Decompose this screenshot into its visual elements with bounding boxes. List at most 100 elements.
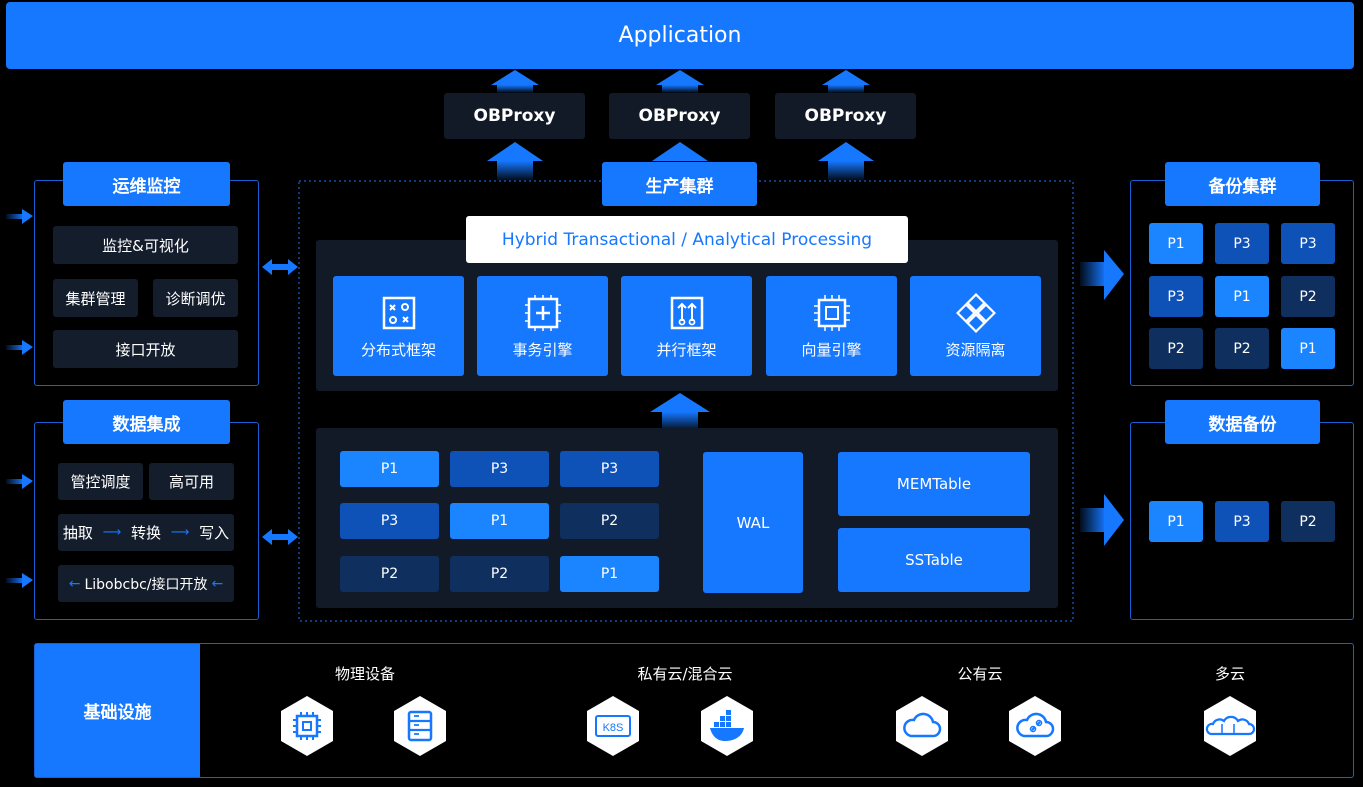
ops-title-text: 运维监控 [112, 176, 181, 197]
partition-label: P1 [1167, 513, 1185, 530]
feature-distributed[interactable]: 分布式框架 [333, 276, 464, 376]
proxy-up-arrow-3 [822, 70, 870, 93]
partition-label: P2 [1233, 340, 1251, 357]
integration-title-text: 数据集成 [112, 414, 181, 435]
ops-item-cluster-mgmt[interactable]: 集群管理 [53, 279, 138, 317]
partition-cell: P3 [340, 503, 439, 539]
ops-item-open-api[interactable]: 接口开放 [53, 330, 238, 368]
k8s-label: K8S [603, 722, 624, 734]
feature-isolation[interactable]: 资源隔离 [910, 276, 1041, 376]
partition-label: P3 [1299, 235, 1317, 252]
integration-item-libobcdc[interactable]: ← Libobcbc/接口开放 ← [58, 565, 234, 602]
integration-title: 数据集成 [63, 400, 230, 444]
partition-cell: P3 [560, 451, 659, 487]
engine-up-arrow [650, 393, 710, 432]
integration-item-label: Libobcbc/接口开放 [84, 576, 208, 593]
infra-group-label: 公有云 [957, 664, 1003, 683]
server-icon [394, 696, 446, 756]
etl-row: 抽取 ⟶ 转换 ⟶ 写入 [58, 514, 234, 551]
infra-group-private-cloud: 私有云/混合云 [595, 662, 775, 684]
partition-label: P2 [1299, 513, 1317, 530]
k8s-icon: K8S [587, 696, 639, 756]
integration-item-ha[interactable]: 高可用 [149, 463, 234, 500]
htap-banner: Hybrid Transactional / Analytical Proces… [466, 216, 908, 263]
cluster-up-arrow-3 [818, 142, 874, 181]
partition-label: P3 [600, 461, 619, 477]
proxy-up-arrow-1 [491, 70, 539, 93]
feature-parallel[interactable]: 并行框架 [621, 276, 752, 376]
partition-label: P2 [1167, 340, 1185, 357]
data-backup-title-text: 数据备份 [1208, 414, 1277, 435]
partition-label: P3 [1233, 235, 1251, 252]
obproxy-box-3: OBProxy [775, 93, 916, 139]
multi-cloud-icon [1204, 696, 1256, 756]
feature-transaction[interactable]: 事务引擎 [477, 276, 608, 376]
ops-item-monitoring[interactable]: 监控&可视化 [53, 226, 238, 264]
partition-cell: P1 [450, 503, 549, 539]
feature-label: 事务引擎 [512, 340, 573, 359]
distributed-icon [382, 296, 415, 329]
application-bar: Application [6, 2, 1354, 69]
data-backup-cell: P3 [1215, 501, 1269, 542]
partition-label: P1 [1233, 288, 1251, 305]
backup-partition-cell: P2 [1281, 276, 1335, 317]
resource-isolation-icon [955, 292, 996, 333]
obproxy-box-1: OBProxy [444, 93, 585, 139]
partition-label: P2 [1299, 288, 1317, 305]
ops-item-diagnosis[interactable]: 诊断调优 [153, 279, 238, 317]
wal-box: WAL [703, 452, 803, 593]
ops-item-label: 接口开放 [115, 340, 176, 359]
ops-double-arrow [262, 259, 298, 275]
partition-cell: P2 [450, 556, 549, 592]
infra-group-public-cloud: 公有云 [920, 662, 1040, 684]
production-title-text: 生产集群 [645, 176, 714, 197]
partition-label: P1 [1167, 235, 1185, 252]
backup-partition-cell: P2 [1149, 328, 1203, 369]
sstable-label: SSTable [905, 551, 963, 569]
cluster-up-arrow-1 [487, 142, 543, 181]
partition-label: P3 [380, 513, 399, 529]
obproxy-box-2: OBProxy [609, 93, 750, 139]
memtable-box: MEMTable [838, 452, 1030, 516]
cpu-chip-icon [281, 696, 333, 756]
ops-item-label: 集群管理 [65, 289, 126, 308]
arrow-right-icon: ⟶ [102, 525, 122, 540]
parallel-icon [670, 296, 703, 329]
partition-label: P1 [490, 513, 509, 529]
partition-label: P1 [380, 461, 399, 477]
infra-group-label: 多云 [1214, 664, 1245, 683]
backup-partition-cell: P3 [1281, 223, 1335, 264]
partition-cell: P1 [560, 556, 659, 592]
sstable-box: SSTable [838, 528, 1030, 592]
backup-partition-cell: P1 [1149, 223, 1203, 264]
data-backup-cell: P2 [1281, 501, 1335, 542]
cloud-icon [896, 696, 948, 756]
feature-label: 并行框架 [656, 340, 717, 359]
backup-partition-cell: P3 [1215, 223, 1269, 264]
partition-cell: P1 [340, 451, 439, 487]
transaction-engine-icon [524, 294, 561, 331]
backup-partition-cell: P1 [1215, 276, 1269, 317]
partition-cell: P3 [450, 451, 549, 487]
partition-cell: P2 [560, 503, 659, 539]
production-title: 生产集群 [602, 162, 757, 206]
cloud-link-icon [1009, 696, 1061, 756]
arrow-right-icon: ⟶ [170, 525, 190, 540]
data-backup-title: 数据备份 [1165, 400, 1320, 444]
backup-cluster-title-text: 备份集群 [1208, 176, 1277, 197]
backup-partition-cell: P3 [1149, 276, 1203, 317]
partition-label: P2 [600, 513, 619, 529]
obproxy-label: OBProxy [804, 106, 887, 126]
partition-label: P1 [600, 566, 619, 582]
feature-vector[interactable]: 向量引擎 [766, 276, 897, 376]
etl-extract[interactable]: 抽取 [62, 524, 93, 542]
etl-transform[interactable]: 转换 [130, 524, 161, 542]
infra-group-physical: 物理设备 [300, 662, 430, 684]
etl-load[interactable]: 写入 [199, 524, 230, 542]
partition-cell: P2 [340, 556, 439, 592]
obproxy-label: OBProxy [473, 106, 556, 126]
partition-label: P1 [1299, 340, 1317, 357]
partition-label: P3 [1167, 288, 1185, 305]
infra-title: 基础设施 [35, 644, 200, 777]
integration-item-scheduling[interactable]: 管控调度 [58, 463, 143, 500]
